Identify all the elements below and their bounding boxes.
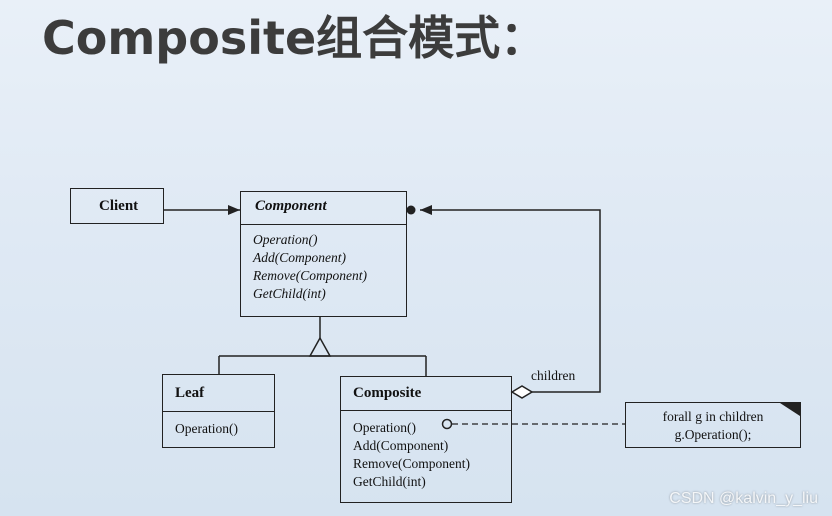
component-op: Remove(Component): [253, 268, 367, 283]
leaf-divider: [163, 411, 274, 412]
operation-note: forall g in children g.Operation();: [625, 402, 801, 448]
note-line-2: g.Operation();: [674, 427, 752, 442]
watermark: CSDN @kalvin_y_liu: [669, 490, 818, 507]
composite-operations: Operation() Add(Component) Remove(Compon…: [341, 411, 511, 497]
composite-divider: [341, 410, 511, 411]
leaf-class-box: Leaf Operation(): [162, 374, 275, 448]
multiplicity-dot: [406, 205, 416, 215]
slide-title: Composite组合模式：: [42, 11, 547, 65]
children-association-label: children: [531, 368, 576, 383]
component-divider: [241, 224, 406, 225]
aggregation-line: [420, 209, 601, 393]
composite-op: Remove(Component): [353, 456, 470, 471]
client-class-box: Client: [70, 188, 164, 224]
component-class-box: Component Operation() Add(Component) Rem…: [240, 191, 407, 317]
aggregation-diamond: [510, 385, 534, 399]
composite-class-name: Composite: [353, 385, 422, 401]
composite-op: Add(Component): [353, 438, 449, 453]
component-op: Add(Component): [253, 250, 346, 265]
composite-op: GetChild(int): [353, 474, 426, 489]
aggregation-arrowhead: [420, 205, 432, 215]
component-class-name: Component: [255, 198, 327, 214]
leaf-class-name: Leaf: [175, 385, 205, 401]
leaf-operations: Operation(): [163, 412, 274, 444]
component-op: Operation(): [253, 232, 318, 247]
composite-op: Operation(): [353, 420, 416, 435]
composite-class-box: Composite Operation() Add(Component) Rem…: [340, 376, 512, 503]
component-op: GetChild(int): [253, 286, 326, 301]
client-class-name: Client: [99, 198, 139, 214]
leaf-op: Operation(): [175, 421, 238, 436]
generalization-triangle: [308, 336, 332, 357]
note-line-1: forall g in children: [662, 409, 764, 424]
note-anchor-circle: [441, 418, 453, 430]
client-component-arrowhead: [228, 205, 240, 215]
component-operations: Operation() Add(Component) Remove(Compon…: [241, 225, 406, 309]
note-fold-corner: [780, 403, 800, 416]
